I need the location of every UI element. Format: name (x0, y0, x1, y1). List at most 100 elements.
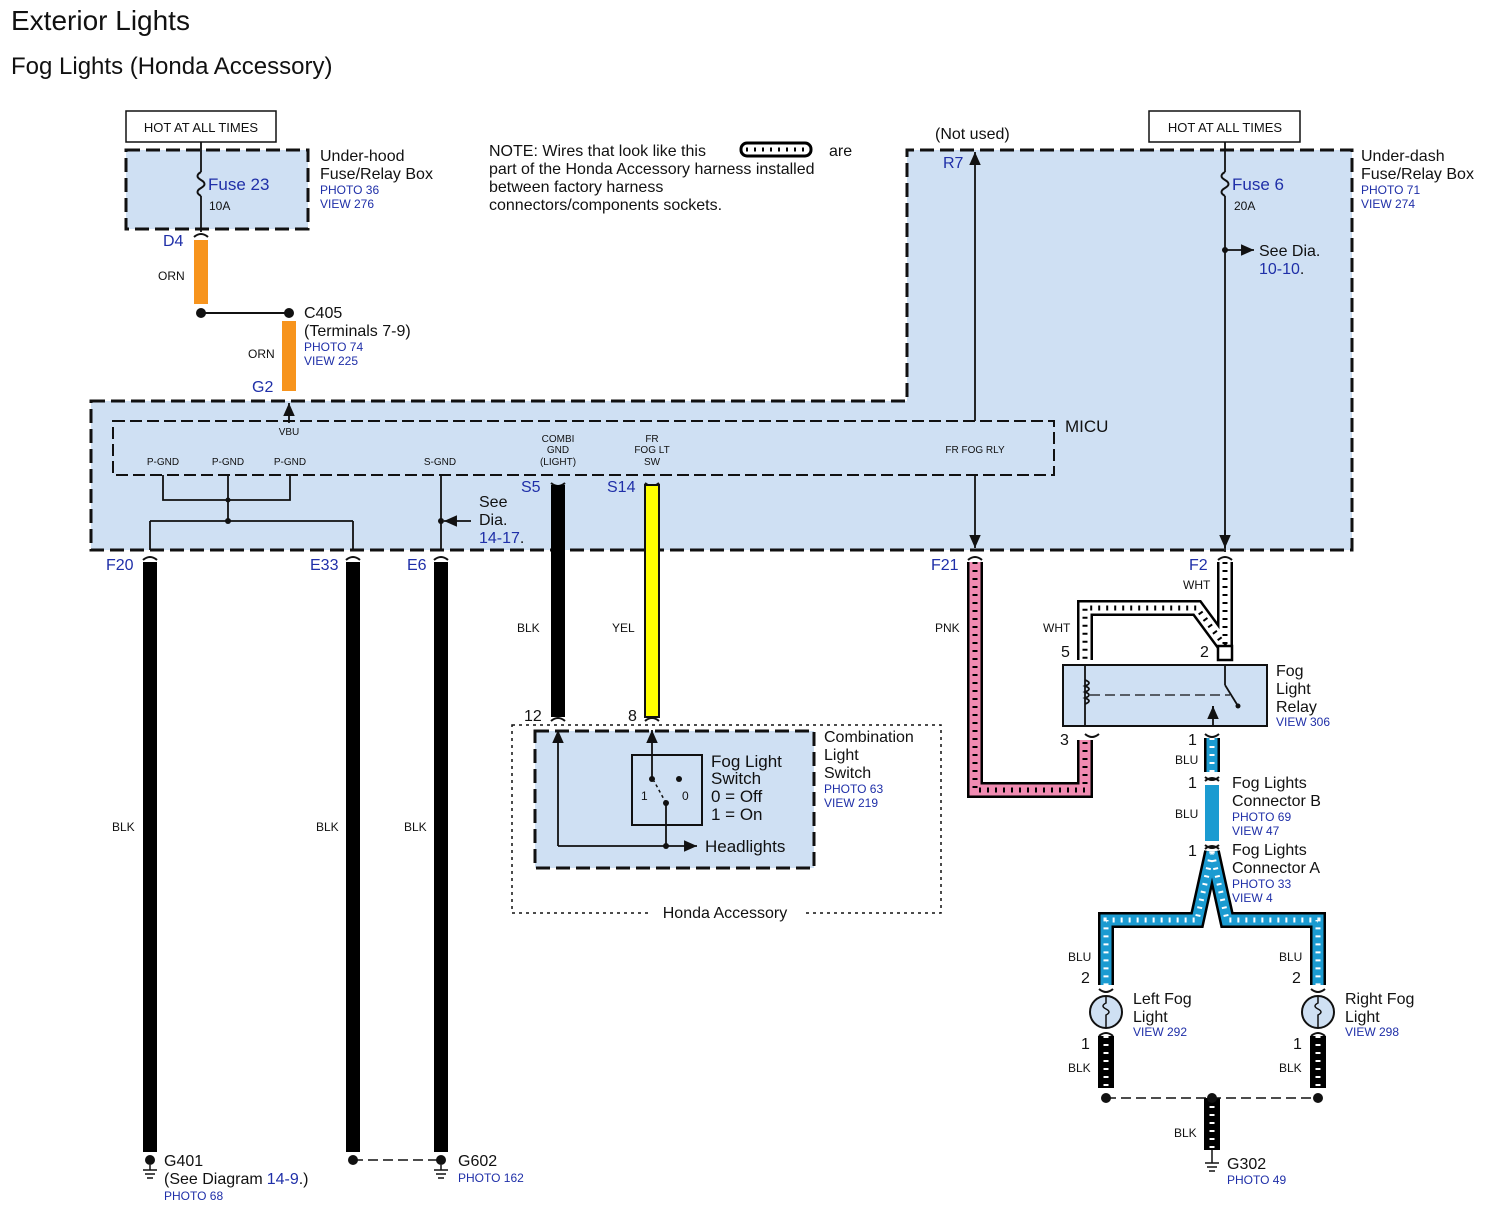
fog-ground-wires: BLK BLK BLK G302 PHOTO 49 (1068, 1036, 1326, 1187)
fog-light-relay: 5 2 3 1 Fog Light Relay VIEW 306 (1060, 644, 1330, 749)
conn-a-view: VIEW 4 (1232, 891, 1273, 905)
blk-label-e6: BLK (404, 820, 427, 834)
note-block: NOTE: Wires that look like this are part… (489, 141, 852, 214)
combination-name-3: Switch (824, 765, 871, 782)
vbu-label: VBU (279, 427, 300, 438)
blk-label-right: BLK (1279, 1061, 1302, 1075)
hot-at-all-times-label-2: HOT AT ALL TIMES (1168, 120, 1282, 135)
dia-ref-14-17: 14-17. (479, 530, 524, 547)
switch-pos-1: 1 (641, 789, 648, 803)
fr-fog-rly-label: FR FOG RLY (945, 445, 1005, 456)
hot-at-all-times-label: HOT AT ALL TIMES (144, 120, 258, 135)
ground-icon-3 (1205, 1150, 1219, 1172)
pin-e6: E6 (407, 557, 427, 574)
sgnd-label: S-GND (424, 457, 456, 468)
pin-12: 12 (524, 708, 542, 725)
honda-accessory-label: Honda Accessory (663, 905, 788, 922)
orn-wire-2 (282, 321, 296, 391)
fuse-23-label: Fuse 23 (208, 175, 269, 194)
frfog-label-1: FR (645, 434, 658, 445)
relay-pin-2: 2 (1200, 644, 1209, 661)
switch-on-legend: 1 = On (711, 805, 763, 824)
blk-label-s5: BLK (517, 621, 540, 635)
pgnd-label-2: P-GND (212, 457, 244, 468)
underdash-fuse-box: HOT AT ALL TIMES Fuse 6 20A See Dia. 10-… (935, 110, 1474, 552)
underhood-fuse-box: HOT AT ALL TIMES Fuse 23 10A Under-hood … (124, 110, 433, 250)
note-line2: part of the Honda Accessory harness inst… (489, 161, 815, 178)
relay-name-3: Relay (1276, 699, 1317, 716)
right-fog-pin-2: 2 (1292, 970, 1301, 987)
relay-pin-3: 3 (1060, 732, 1069, 749)
fuse-icon (196, 171, 206, 197)
fuse-6-label: Fuse 6 (1232, 175, 1284, 194)
combi-label-2: GND (547, 445, 569, 456)
pin-s14: S14 (607, 479, 636, 496)
pin-g2: G2 (252, 379, 273, 396)
note-line4: connectors/components sockets. (489, 197, 722, 214)
blu-wire-group: BLU 1 BLU 1 Fog Lights Connector B PHOTO… (1068, 733, 1326, 987)
relay-name-1: Fog (1276, 663, 1304, 680)
g602-label: G602 (458, 1153, 497, 1170)
orn-label-1: ORN (158, 269, 185, 283)
frfog-label-2: FOG LT (634, 445, 669, 456)
switch-pos-0: 0 (682, 789, 689, 803)
combi-label-3: (LIGHT) (540, 457, 576, 468)
blu-wire-factory (1205, 785, 1219, 841)
fog-switch-box (631, 754, 703, 826)
c405-terminals: (Terminals 7-9) (304, 323, 411, 340)
see-dia-ref: 10-10. (1259, 261, 1304, 278)
conn-b-name-1: Fog Lights (1232, 775, 1307, 792)
pin-f21: F21 (931, 557, 959, 574)
combination-name-2: Light (824, 747, 859, 764)
relay-name-2: Light (1276, 681, 1311, 698)
wht-label-f2: WHT (1183, 578, 1211, 592)
underhood-name-2: Fuse/Relay Box (320, 166, 433, 183)
combination-view: VIEW 219 (824, 796, 878, 810)
fuse-23-amp: 10A (209, 199, 230, 213)
blk-label-g302: BLK (1174, 1126, 1197, 1140)
not-used-label: (Not used) (935, 126, 1010, 143)
combination-name-1: Combination (824, 729, 914, 746)
right-fog-name-1: Right Fog (1345, 991, 1414, 1008)
page-subtitle: Fog Lights (Honda Accessory) (11, 53, 332, 80)
underhood-name-1: Under-hood (320, 148, 405, 165)
yel-wire-s14 (644, 484, 660, 718)
conn-a-name-2: Connector A (1232, 860, 1320, 877)
c405-name: C405 (304, 305, 342, 322)
underdash-name-2: Fuse/Relay Box (1361, 166, 1474, 183)
right-fog-light: Right Fog Light VIEW 298 1 (1293, 988, 1414, 1053)
micu-inner-box (112, 420, 1055, 476)
conn-b-view: VIEW 47 (1232, 824, 1280, 838)
left-fog-light: Left Fog Light VIEW 292 1 (1081, 988, 1192, 1053)
pin-r7: R7 (943, 155, 964, 172)
see-dia-label: See Dia. (1259, 243, 1320, 260)
blk-wire-f20 (143, 562, 157, 1152)
blk-wire-e6 (434, 562, 448, 1152)
blk-label-e33: BLK (316, 820, 339, 834)
pin-d4: D4 (163, 233, 184, 250)
dia-label: Dia. (479, 512, 507, 529)
g401-photo: PHOTO 68 (164, 1189, 223, 1203)
left-fog-name-2: Light (1133, 1009, 1168, 1026)
conn-b-photo: PHOTO 69 (1232, 810, 1291, 824)
c405-view: VIEW 225 (304, 354, 358, 368)
note-line3: between factory harness (489, 179, 663, 196)
g302-label: G302 (1227, 1156, 1266, 1173)
pin-e33: E33 (310, 557, 339, 574)
micu-label: MICU (1065, 417, 1108, 436)
relay-pin-5: 5 (1061, 644, 1070, 661)
blu-label-right: BLU (1279, 950, 1302, 964)
wht-label-relay: WHT (1043, 621, 1071, 635)
orn-wire-group: ORN ORN C405 (Terminals 7-9) PHOTO 74 VI… (158, 233, 411, 423)
conn-b-pin: 1 (1188, 775, 1197, 792)
blk-label-left: BLK (1068, 1061, 1091, 1075)
conn-a-photo: PHOTO 33 (1232, 877, 1291, 891)
blk-label-f20: BLK (112, 820, 135, 834)
conn-a-pin: 1 (1188, 843, 1197, 860)
note-line1a: NOTE: Wires that look like this (489, 143, 706, 160)
fuse-icon-2 (1220, 171, 1230, 197)
frfog-label-3: SW (644, 457, 661, 468)
c405-photo: PHOTO 74 (304, 340, 363, 354)
ground-icon-2 (434, 1165, 448, 1179)
